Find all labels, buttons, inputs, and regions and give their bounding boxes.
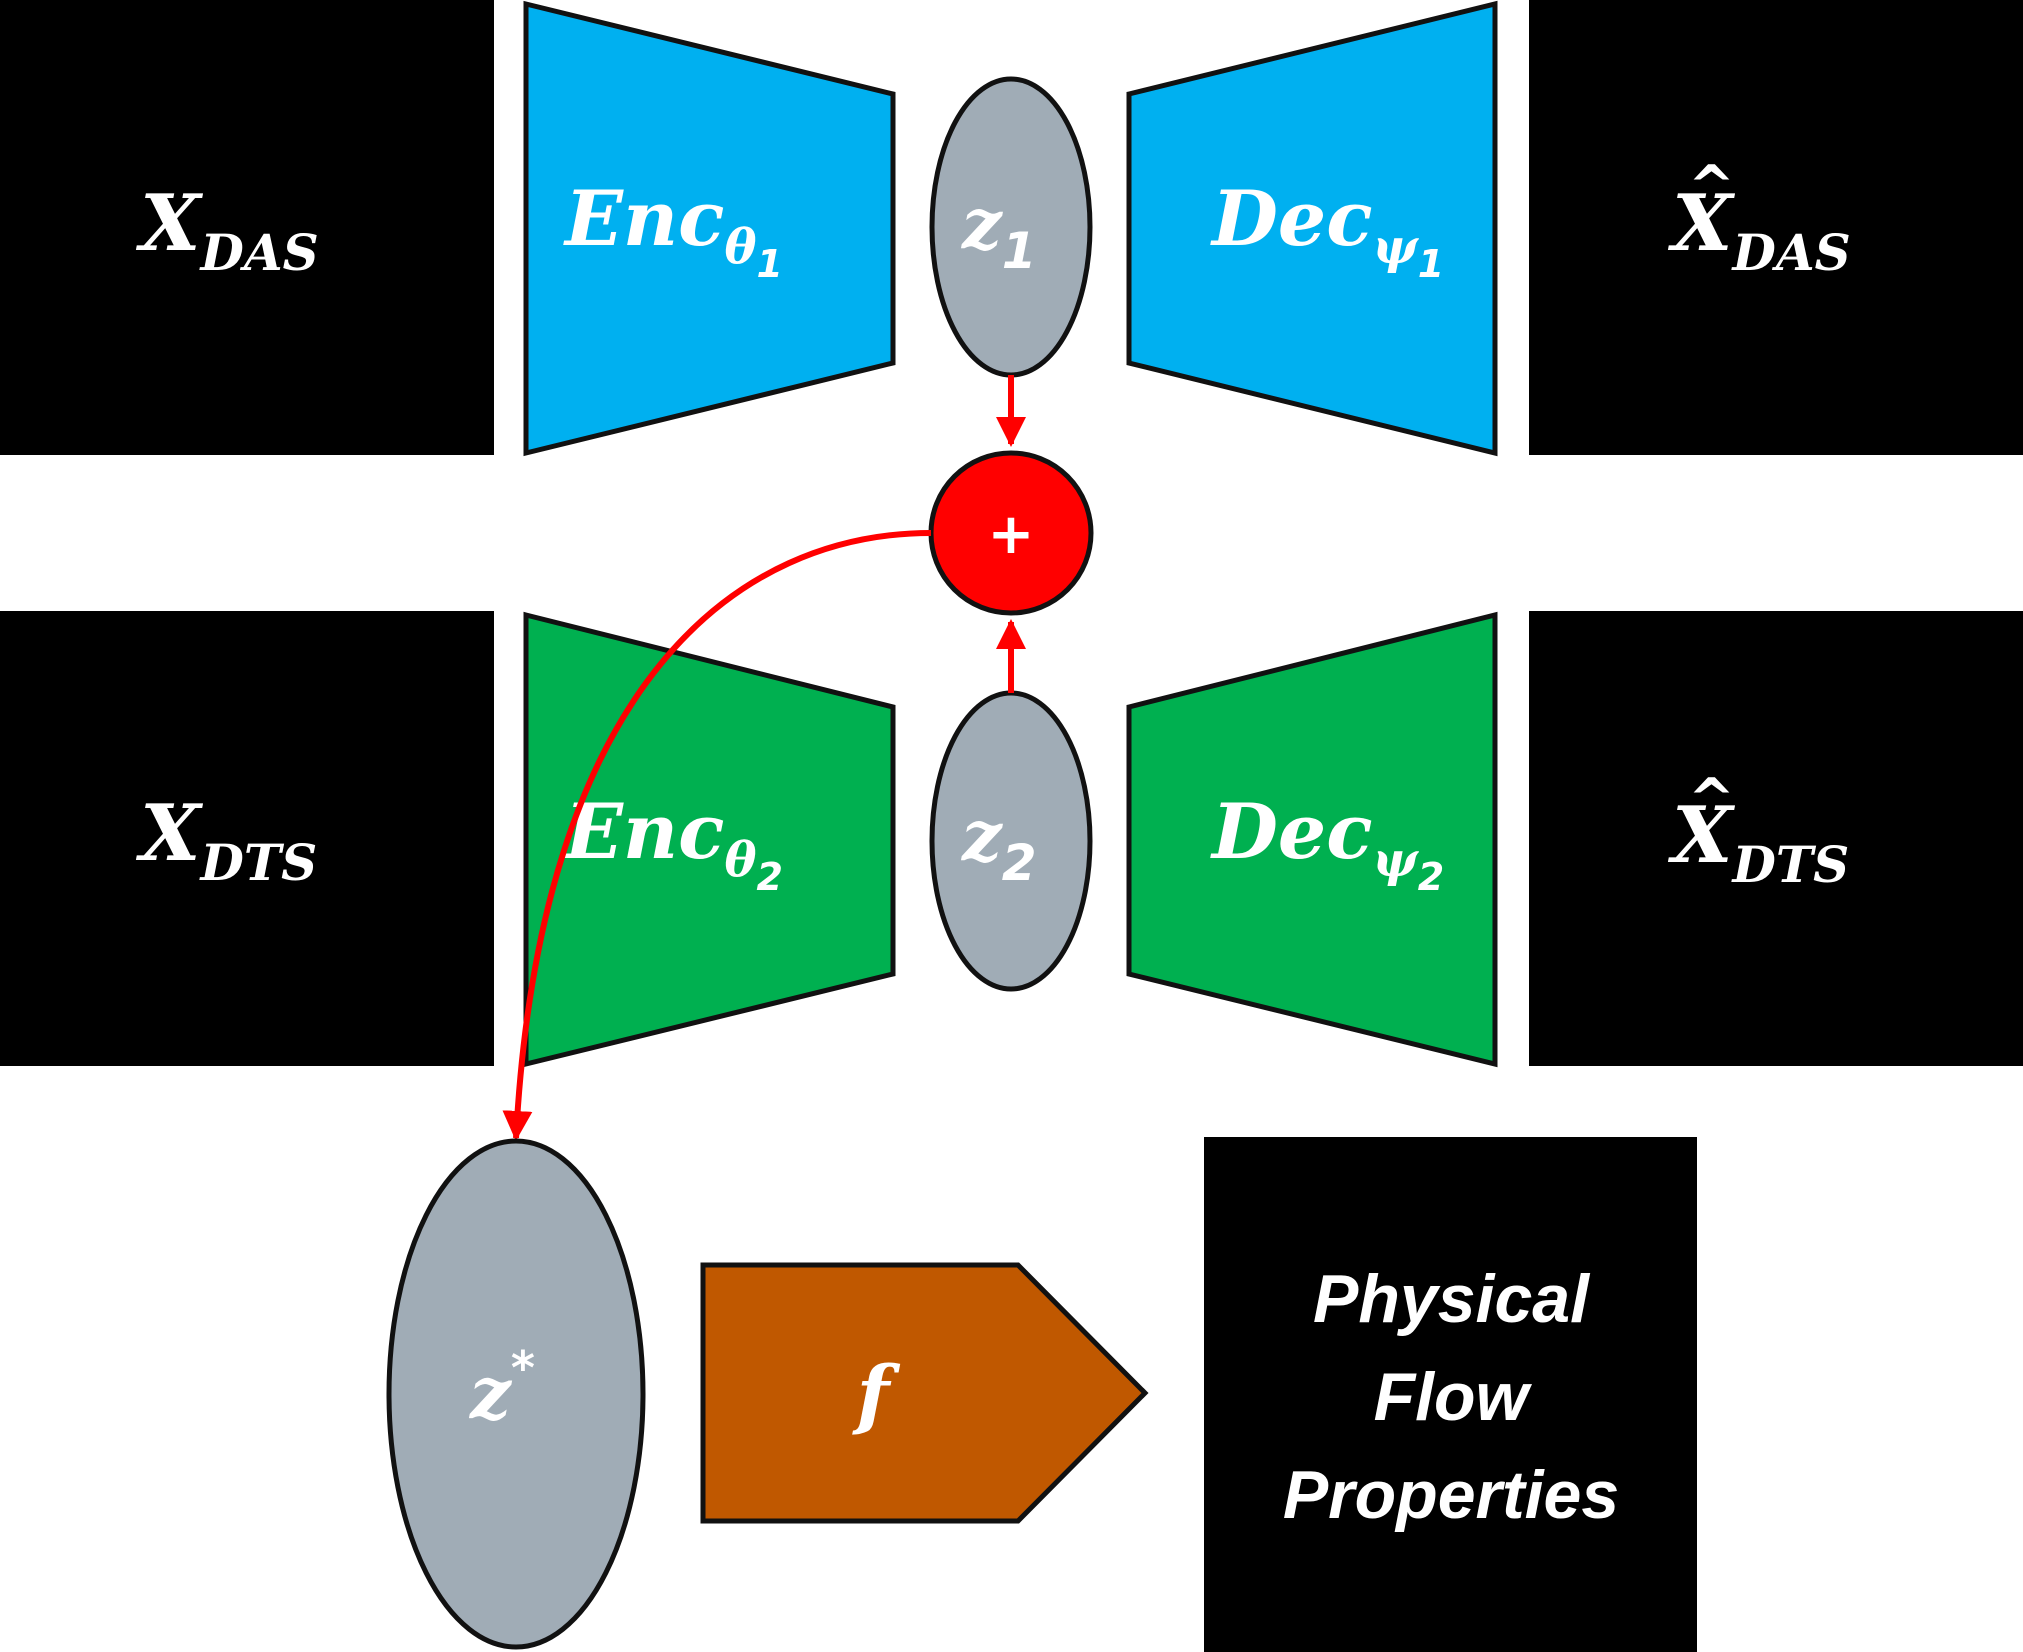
latent-z1-label: z1 — [960, 182, 1037, 280]
result-box — [1204, 1137, 1697, 1652]
input-label-das: XDAS — [135, 178, 319, 282]
joint-latent — [386, 1138, 646, 1650]
input-label-dts: XDTS — [135, 788, 317, 892]
arrow-sum-to-joint-latent — [502, 530, 932, 1141]
input-box-das — [0, 0, 494, 455]
latent-z2-label: z2 — [960, 794, 1037, 892]
result-label-line-2: Flow — [1374, 1359, 1533, 1435]
encoder-label-dts: Encθ2 — [563, 787, 783, 899]
decoder-das — [1126, 0, 1498, 457]
decoder-label-das: Decψ1 — [1210, 174, 1444, 286]
result-label-line-1: Physical — [1313, 1261, 1591, 1337]
result-label-line-3: Properties — [1283, 1457, 1619, 1533]
output-hat-dts: ^ — [1688, 767, 1735, 832]
decoder-dts — [1126, 611, 1498, 1068]
output-box-das — [1529, 0, 2023, 455]
encoder-das — [523, 0, 896, 457]
output-label-das: XDAS — [1667, 178, 1851, 282]
regression-head — [700, 1262, 1149, 1524]
input-box-dts — [0, 611, 494, 1066]
decoder-label-dts: Decψ2 — [1210, 787, 1444, 899]
output-hat-das: ^ — [1688, 154, 1735, 219]
output-box-dts — [1529, 611, 2023, 1066]
output-label-dts: XDTS — [1667, 790, 1849, 894]
encoder-label-das: Encθ1 — [563, 174, 783, 286]
joint-latent-label: z* — [468, 1341, 535, 1435]
sum-symbol: + — [988, 502, 1035, 567]
